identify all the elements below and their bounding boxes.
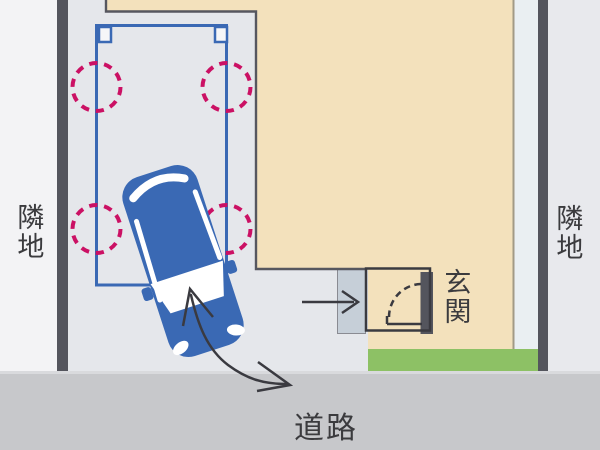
lawn-strip [368, 349, 538, 371]
backing-arrow-head-bottom [256, 360, 294, 393]
car-headlight-right [226, 324, 245, 336]
entrance-label: 玄関 [440, 268, 471, 326]
car-mirror-right [225, 259, 238, 274]
boundary-wall-right [538, 0, 548, 371]
backing-arrow-head-top [181, 286, 214, 327]
neighbor-left-label: 隣地 [13, 203, 44, 261]
neighbor-lot-left-area [0, 0, 57, 371]
neighbor-right-label: 隣地 [552, 204, 583, 262]
entrance-arrow-head [341, 289, 361, 315]
car-mirror-left [141, 287, 154, 302]
car-windshield [150, 260, 224, 314]
car-rear-window [129, 173, 189, 203]
side-passage-area [514, 0, 538, 349]
road-area [0, 371, 600, 450]
road-label: 道路 [294, 412, 358, 445]
car-side-window-right [192, 189, 223, 260]
pillar-circle-top-right [200, 61, 253, 113]
car-headlight-left [173, 340, 189, 356]
carport-post-mount-right [213, 25, 229, 44]
carport-post-mount-left [97, 25, 113, 44]
building-outline [104, 0, 366, 271]
car-body [122, 165, 244, 357]
pillar-circle-bottom-left [70, 203, 123, 255]
pillar-circle-top-left [70, 61, 123, 113]
car [122, 165, 245, 357]
boundary-wall-left [57, 0, 68, 371]
building-lower-block [368, 268, 513, 349]
pillar-circle-bottom-right [200, 203, 253, 255]
door-swing-arc [387, 282, 423, 318]
backing-arrow-path [189, 293, 289, 386]
building-main-block [257, 0, 513, 270]
entrance-outline [364, 267, 432, 332]
neighbor-lot-right-area [548, 0, 600, 371]
